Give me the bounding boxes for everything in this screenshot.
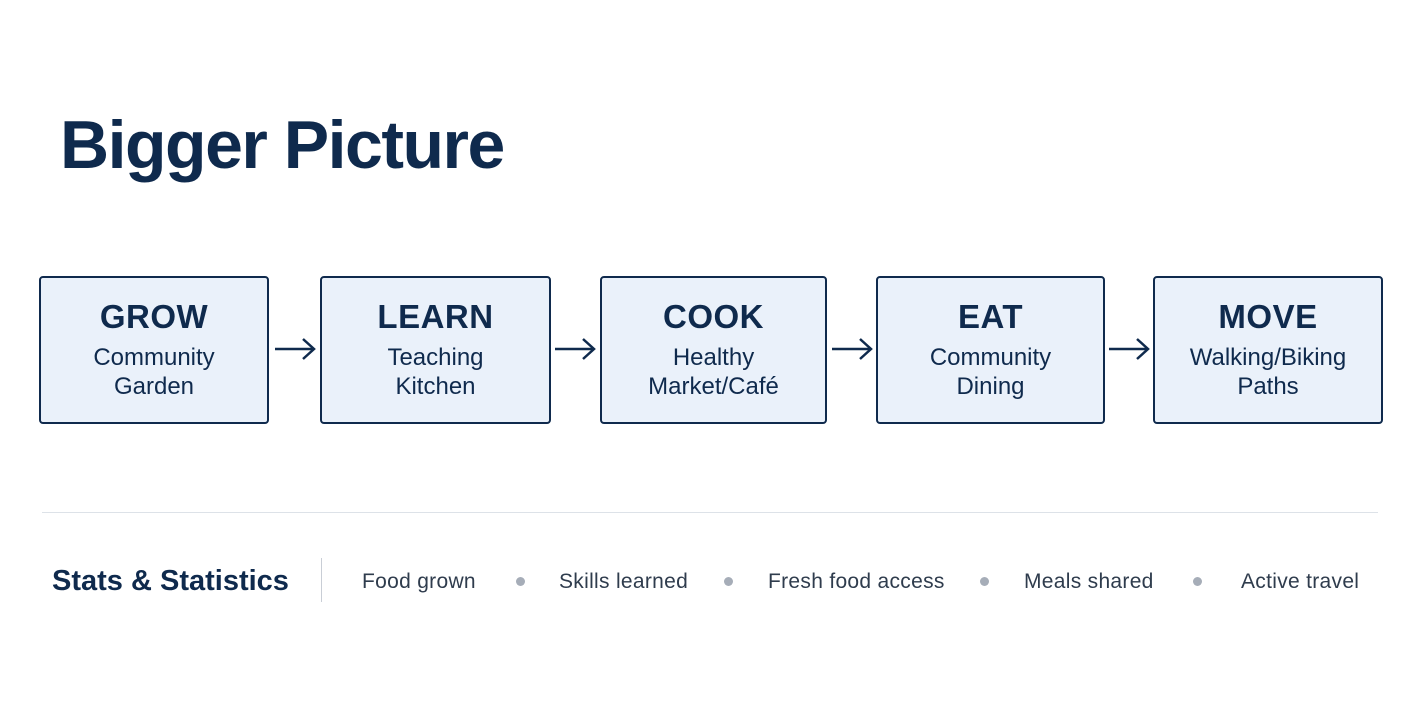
dot-icon — [724, 577, 733, 586]
right-arrow-icon — [275, 338, 316, 360]
step-title: EAT — [957, 297, 1024, 335]
step-subtitle-line-1: Community — [929, 343, 1052, 371]
right-arrow-icon — [555, 338, 596, 360]
step-subtitle-line-1: Healthy — [672, 343, 755, 371]
stat-item-skills-learned: Skills learned — [559, 570, 689, 593]
step-subtitle-line-2: Dining — [956, 372, 1025, 400]
step-cook: COOK Healthy Market/Café — [600, 276, 827, 424]
stat-item-food-grown: Food grown — [362, 570, 476, 593]
step-learn: LEARN Teaching Kitchen — [320, 276, 551, 424]
stat-item-meals-shared: Meals shared — [1024, 570, 1154, 593]
step-subtitle-line-2: Garden — [113, 372, 195, 400]
right-arrow-icon — [832, 338, 873, 360]
stats-label: Stats & Statistics — [52, 565, 289, 597]
step-title: LEARN — [377, 297, 494, 335]
step-grow: GROW Community Garden — [39, 276, 269, 424]
step-title: COOK — [663, 297, 764, 335]
step-subtitle-line-1: Teaching — [387, 343, 484, 371]
step-subtitle-line-1: Community — [93, 343, 215, 371]
stats-separator — [321, 558, 322, 602]
step-eat: EAT Community Dining — [876, 276, 1105, 424]
step-subtitle-line-1: Walking/Biking — [1189, 343, 1347, 371]
step-title: MOVE — [1218, 297, 1318, 335]
step-subtitle-line-2: Paths — [1237, 372, 1299, 400]
stat-item-active-travel: Active travel — [1241, 570, 1360, 593]
dot-icon — [1193, 577, 1202, 586]
step-subtitle-line-2: Kitchen — [395, 372, 476, 400]
stat-item-fresh-food-access: Fresh food access — [768, 570, 945, 593]
step-title: GROW — [99, 297, 209, 335]
step-move: MOVE Walking/Biking Paths — [1153, 276, 1383, 424]
dot-icon — [980, 577, 989, 586]
page-title: Bigger Picture — [60, 107, 505, 183]
dot-icon — [516, 577, 525, 586]
right-arrow-icon — [1109, 338, 1150, 360]
step-subtitle-line-2: Market/Café — [648, 372, 779, 400]
section-divider — [42, 512, 1378, 513]
